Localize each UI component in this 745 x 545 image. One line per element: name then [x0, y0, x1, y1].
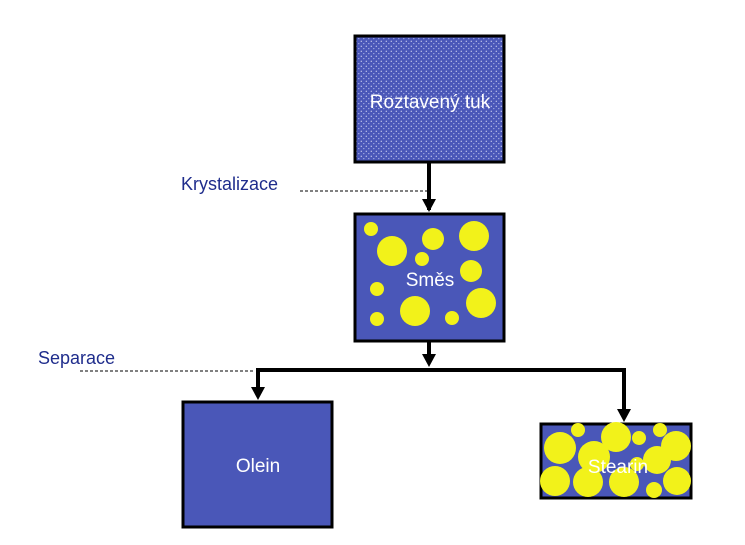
step-crystallization: Krystalizace: [181, 174, 427, 194]
crystal: [370, 282, 384, 296]
crystal: [460, 260, 482, 282]
crystal: [377, 236, 407, 266]
olein-label: Olein: [236, 456, 280, 477]
step-separation: Separace: [38, 348, 254, 372]
node-melted-fat: Roztavený tuk: [353, 34, 506, 164]
crystal: [571, 423, 585, 437]
melted-fat-label: Roztavený tuk: [370, 92, 491, 113]
arrowhead-crystallization: [422, 199, 436, 212]
crystal: [643, 446, 671, 474]
crystal: [646, 482, 662, 498]
crystal: [663, 467, 691, 495]
crystal: [364, 222, 378, 236]
crystal: [540, 466, 570, 496]
crystal: [609, 467, 639, 497]
crystal: [445, 311, 459, 325]
crystal: [630, 457, 644, 471]
crystal: [466, 288, 496, 318]
crystal: [544, 432, 576, 464]
crystal: [370, 312, 384, 326]
node-mixture: Směs: [353, 212, 506, 343]
melted-fat-box: [353, 34, 506, 164]
stearin-crystals: [540, 422, 691, 498]
node-olein: Olein: [181, 400, 334, 529]
crystal: [632, 431, 646, 445]
crystallization-label: Krystalizace: [181, 174, 278, 194]
crystal: [422, 228, 444, 250]
crystal: [601, 422, 631, 452]
crystal: [573, 467, 603, 497]
crystal: [415, 252, 429, 266]
crystal: [578, 441, 610, 473]
stearin-label: Stearin: [588, 457, 648, 478]
separation-label: Separace: [38, 348, 115, 368]
arrowhead-separation: [422, 354, 436, 367]
olein-box: [181, 400, 334, 529]
arrowhead-stearin: [617, 409, 631, 422]
mixture-crystals: [364, 221, 496, 326]
crystal: [459, 221, 489, 251]
node-stearin: Stearin: [539, 422, 693, 500]
arrowhead-olein: [251, 387, 265, 400]
crystal: [400, 296, 430, 326]
crystal: [653, 423, 667, 437]
mixture-label: Směs: [406, 270, 455, 291]
